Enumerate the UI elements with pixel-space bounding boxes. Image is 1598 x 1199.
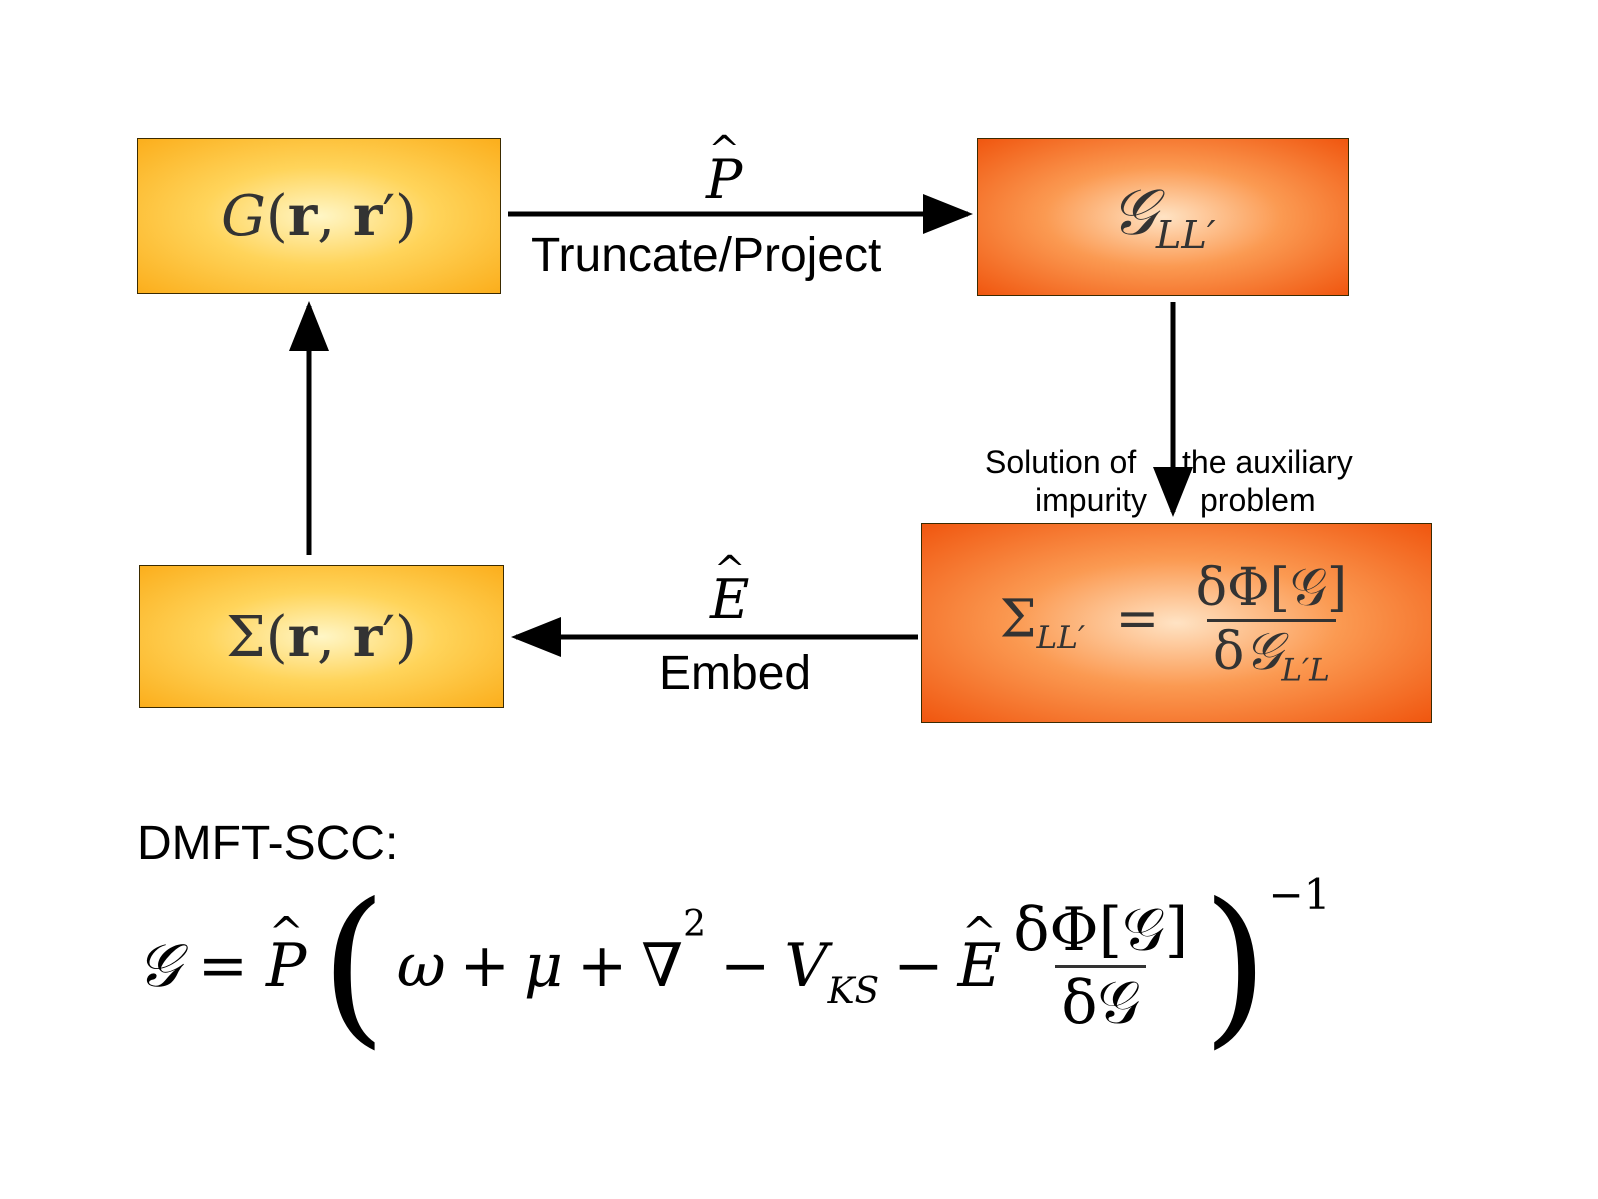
local-self-energy-box: ΣLL′ = δΦ[𝒢] δ𝒢L′L [921,523,1432,723]
solution-label-line1-right: the auxiliary [1182,444,1353,480]
truncate-project-label: Truncate/Project [531,229,882,282]
solution-label-line1-left: Solution of [985,444,1137,480]
embedding-operator: E [710,568,749,631]
dmft-scc-formula: 𝒢 = P ( ω + μ + ∇2 − VKS − E δΦ[𝒢] δ𝒢 ) … [137,870,1330,1056]
embed-label: Embed [659,647,812,700]
self-energy-label: Σ(r, r′) [226,603,417,670]
local-greens-function-label: 𝒢LL′ [1110,176,1216,258]
formula-title: DMFT-SCC: [137,817,399,870]
greens-function-label: G(r, r′) [221,183,417,249]
solution-label-line2-left: impurity [1035,482,1148,518]
local-self-energy-label: ΣLL′ = δΦ[𝒢] δ𝒢L′L [999,557,1348,689]
projector-operator: P [706,148,742,211]
solution-label-line2-right: problem [1200,482,1316,518]
self-energy-box: Σ(r, r′) [139,565,504,708]
local-greens-function-box: 𝒢LL′ [977,138,1349,296]
greens-function-box: G(r, r′) [137,138,501,294]
